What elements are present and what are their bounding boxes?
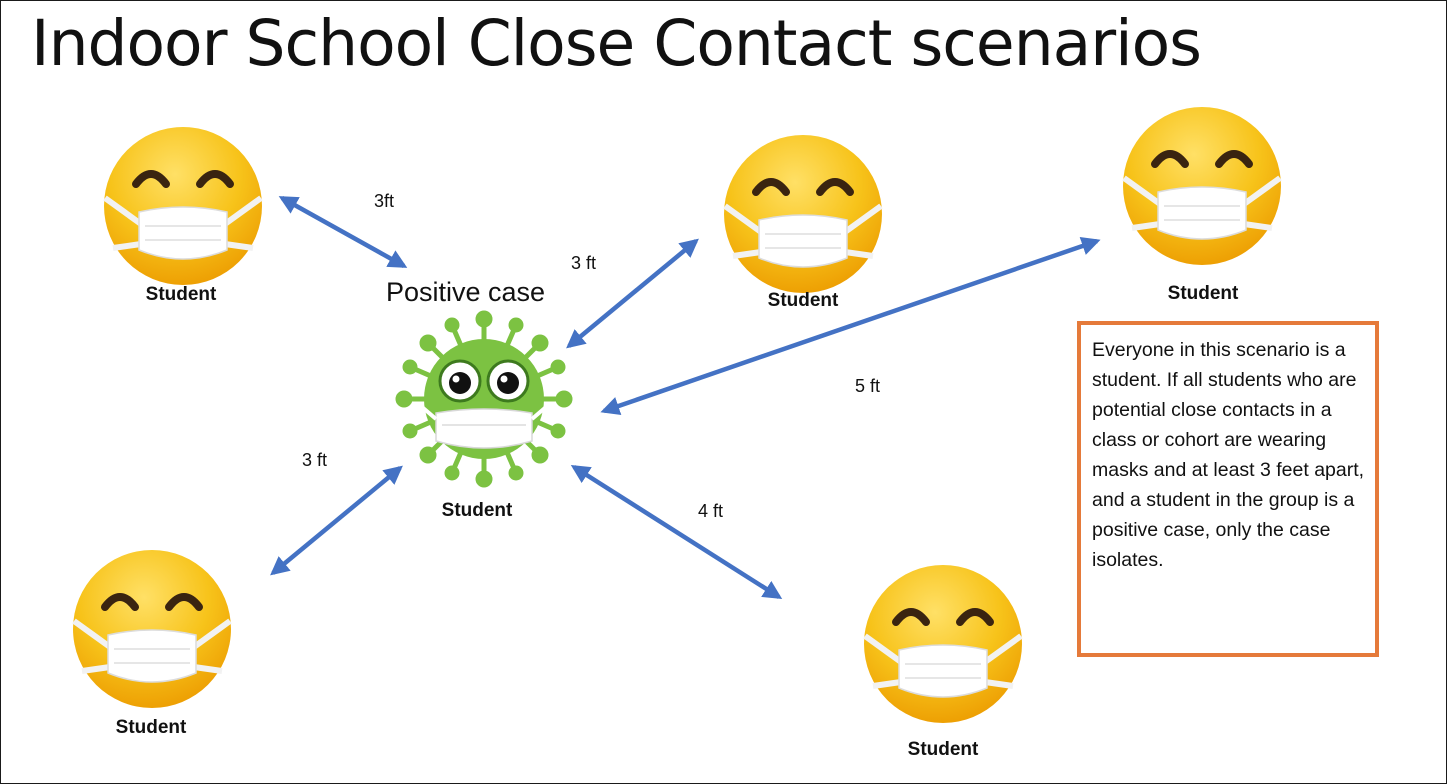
page-title: Indoor School Close Contact scenarios [31, 7, 1202, 80]
arrow-bottom-left [270, 465, 403, 576]
student-label: Student [767, 290, 839, 311]
student-label: Student [115, 717, 187, 738]
masked-face-icon [103, 127, 263, 285]
distance-label: 5 ft [855, 376, 881, 396]
student-label: Student [441, 500, 513, 521]
student-label: Student [145, 284, 217, 305]
masked-face-icon [1122, 107, 1282, 265]
distance-label: 3ft [374, 191, 395, 211]
masked-face-icon [863, 565, 1023, 723]
positive-case-label: Positive case [386, 277, 546, 307]
masked-face-icon [72, 550, 232, 708]
masked-face-icon [723, 135, 883, 293]
arrow-top-right [600, 236, 1101, 416]
student-label: Student [907, 739, 979, 760]
distance-label: 3 ft [571, 253, 597, 273]
arrow-bottom-right [570, 464, 783, 600]
distance-label: 3 ft [302, 450, 328, 470]
distance-label: 4 ft [698, 501, 724, 521]
virus-icon [395, 310, 573, 488]
arrow-top-left [278, 196, 408, 268]
scenario-note: Everyone in this scenario is a student. … [1077, 321, 1379, 657]
student-label: Student [1167, 283, 1239, 304]
